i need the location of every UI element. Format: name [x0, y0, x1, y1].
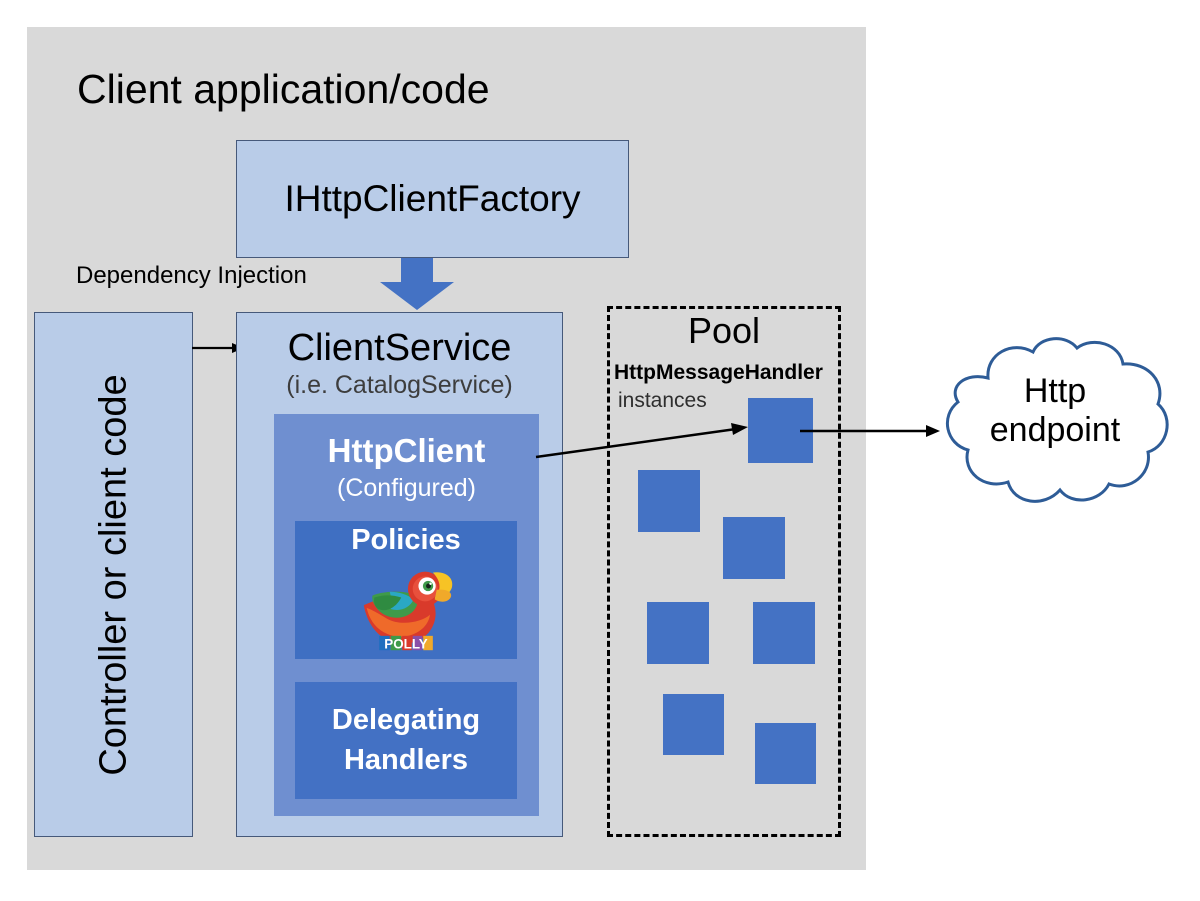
http-endpoint-text: Http endpoint [930, 372, 1180, 450]
clientservice-box: ClientService (i.e. CatalogService) Http… [236, 312, 563, 837]
handler-instance-square [753, 602, 815, 664]
controller-or-client-code-box: Controller or client code [34, 312, 193, 837]
dependency-injection-arrow-icon [380, 258, 454, 310]
delegating-handlers-line-2: Handlers [343, 743, 469, 776]
cloud-shape-icon [946, 337, 1169, 503]
dependency-injection-label: Dependency Injection [76, 262, 307, 289]
handler-instance-square [748, 398, 813, 463]
policies-title: Policies [351, 524, 461, 556]
handler-instance-square [663, 694, 724, 755]
httpclient-box: HttpClient (Configured) Policies [274, 414, 539, 816]
polly-parrot-logo-icon: POLLY [363, 571, 453, 651]
http-endpoint-line-1: Http [1023, 372, 1087, 410]
controller-or-client-code-label: Controller or client code [92, 373, 134, 776]
delegating-handlers-box: Delegating Handlers [295, 682, 517, 799]
handler-instance-square [647, 602, 709, 664]
handler-instance-square [755, 723, 816, 784]
http-endpoint-line-2: endpoint [989, 411, 1121, 450]
http-endpoint-cloud: Http endpoint [930, 332, 1180, 512]
httpclient-subtitle: (Configured) [337, 474, 476, 502]
handler-instance-square [638, 470, 700, 532]
client-application-title: Client application/code [77, 66, 490, 112]
ihttpclientfactory-box: IHttpClientFactory [236, 140, 629, 258]
pool-subtitle-httpmessagehandler: HttpMessageHandler [614, 361, 823, 384]
ihttpclientfactory-label: IHttpClientFactory [284, 178, 581, 219]
handler-instance-square [723, 517, 785, 579]
pool-subtitle-instances: instances [618, 389, 707, 412]
httpclient-title: HttpClient [327, 432, 486, 469]
policies-box: Policies [295, 521, 517, 659]
svg-text:POLLY: POLLY [384, 636, 428, 651]
clientservice-title: ClientService [287, 327, 512, 369]
clientservice-subtitle: (i.e. CatalogService) [286, 371, 513, 399]
pool-title: Pool [687, 310, 761, 351]
pool-box: Pool HttpMessageHandler instances [607, 306, 841, 837]
delegating-handlers-line-1: Delegating [331, 704, 481, 737]
